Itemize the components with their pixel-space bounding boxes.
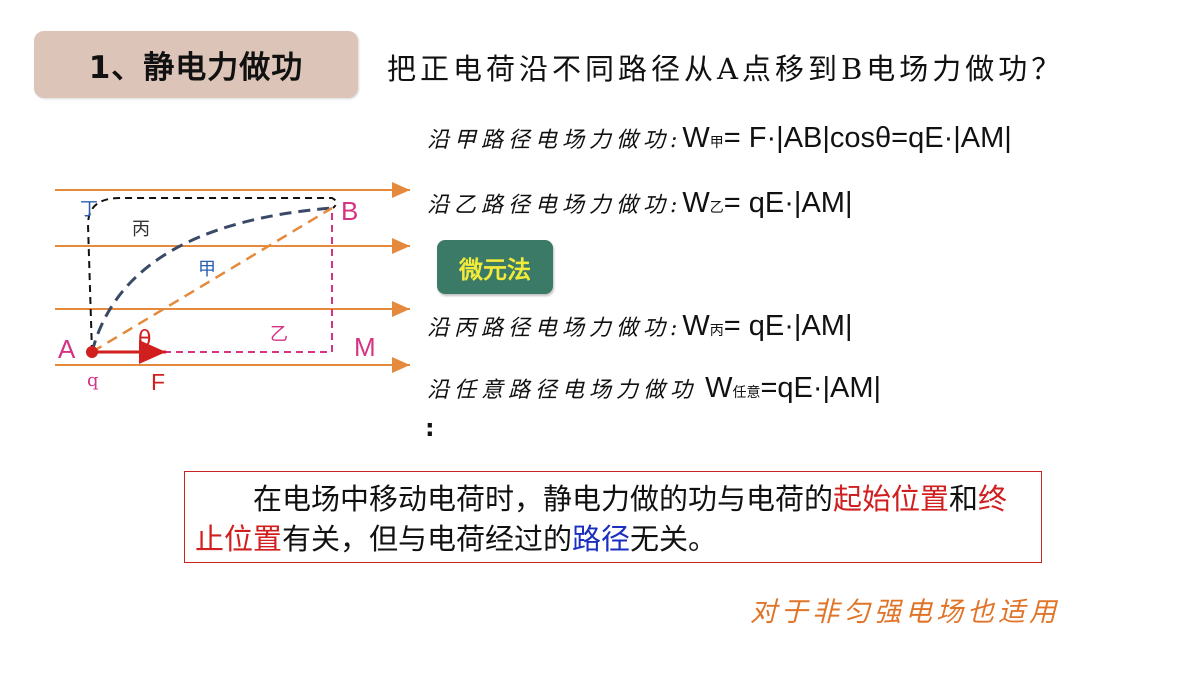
- path-any-w: W: [697, 372, 733, 404]
- nonuniform-field-note: 对于非匀强电场也适用: [750, 597, 1060, 628]
- path-any-colon: :: [425, 414, 435, 442]
- conclusion-start-position: 起始位置: [833, 482, 950, 516]
- path-yi-row: 沿乙路径电场力做功: W 乙 = qE·|AM|: [427, 187, 852, 220]
- path-bing-w: W: [682, 310, 710, 342]
- label-f: F: [151, 369, 165, 395]
- path-yi-label: 沿乙路径电场力做功:: [427, 193, 683, 218]
- field-diagram: A B M q F θ 丁 丙 甲 乙: [55, 182, 410, 395]
- label-b: B: [341, 196, 358, 226]
- conclusion-part3: 有关，但与电荷经过的: [282, 522, 573, 556]
- slide-title: 1、静电力做功: [88, 50, 304, 86]
- path-any-label: 沿任意路径电场力做功: [427, 378, 698, 403]
- path-bing-sub: 丙: [709, 323, 724, 339]
- path-bing-row: 沿丙路径电场力做功: W 丙 = qE·|AM|: [427, 310, 852, 343]
- path-jia-w: W: [682, 122, 710, 154]
- path-jia-line: [91, 206, 333, 354]
- label-m: M: [354, 332, 376, 362]
- title-box: 1、静电力做功: [34, 31, 358, 98]
- label-a: A: [58, 334, 76, 364]
- label-ding: 丁: [80, 199, 98, 220]
- path-jia-label: 沿甲路径电场力做功:: [427, 128, 683, 153]
- path-jia-sub: 甲: [709, 135, 724, 151]
- label-theta: θ: [138, 327, 151, 352]
- conclusion-part2: 和: [949, 482, 979, 516]
- path-bing-label: 沿丙路径电场力做功:: [427, 316, 683, 341]
- path-any-row: 沿任意路径电场力做功 W 任意 =qE·|AM|: [427, 372, 881, 405]
- conclusion-path: 路径: [572, 522, 631, 556]
- path-jia-formula: = F·|AB|cosθ=qE·|AM|: [723, 122, 1012, 154]
- conclusion-part1: 在电场中移动电荷时，静电力做的功与电荷的: [195, 482, 834, 516]
- method-badge: 微元法: [437, 240, 553, 294]
- path-any-formula: =qE·|AM|: [760, 372, 882, 404]
- path-yi-sub: 乙: [709, 200, 724, 216]
- conclusion-part4: 无关。: [630, 522, 718, 556]
- label-bing: 丙: [132, 219, 150, 240]
- question-text: 把正电荷沿不同路径从A点移到B电场力做功？: [387, 52, 1065, 86]
- path-ding-line: [86, 197, 338, 353]
- conclusion-box: 在电场中移动电荷时，静电力做的功与电荷的起始位置和终止位置有关，但与电荷经过的路…: [184, 471, 1042, 563]
- path-bing-formula: = qE·|AM|: [723, 310, 853, 342]
- path-yi-w: W: [682, 187, 710, 219]
- path-yi-formula: = qE·|AM|: [723, 187, 853, 219]
- label-jia: 甲: [198, 259, 216, 280]
- charge-dot: [86, 346, 98, 358]
- path-jia-row: 沿甲路径电场力做功: W 甲 = F·|AB|cosθ=qE·|AM|: [427, 122, 1012, 155]
- path-any-sub: 任意: [732, 385, 761, 401]
- method-label: 微元法: [459, 255, 531, 284]
- path-bing-line: [90, 206, 333, 353]
- label-yi: 乙: [270, 324, 288, 345]
- conclusion-end-position: 终止位置: [195, 482, 1008, 556]
- label-q: q: [87, 370, 99, 391]
